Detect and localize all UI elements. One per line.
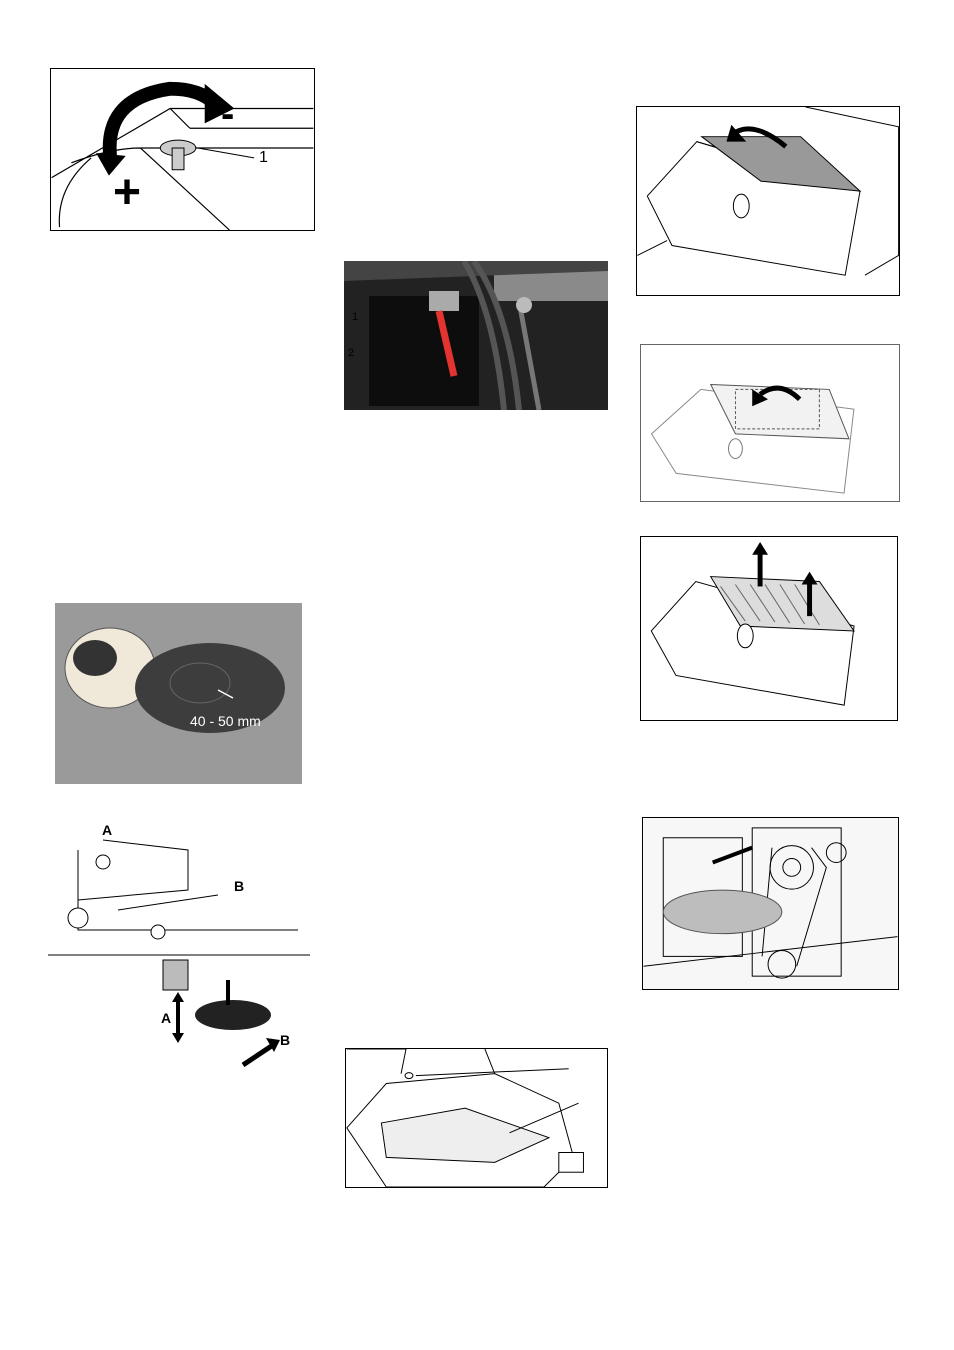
figure-hopper-lid: [636, 106, 900, 296]
measurement-label: 40 - 50 mm: [190, 713, 261, 729]
lever-photo: [344, 261, 608, 410]
diagonal-arrow-icon: [243, 1045, 273, 1065]
label-b: B: [280, 1032, 290, 1048]
minus-sign: -: [221, 94, 234, 134]
engine-belt-drawing: [643, 818, 898, 989]
figure-cover: [345, 1048, 608, 1188]
plus-sign: +: [113, 169, 141, 217]
figure-brush-pattern: 40 - 50 mm: [55, 603, 302, 784]
callout-1: 1: [259, 149, 268, 167]
label-b: B: [234, 878, 244, 894]
label-a: A: [161, 1010, 171, 1026]
lift-filters-drawing: [641, 537, 897, 720]
figure-brush-adjustment: A B A B: [48, 820, 310, 1072]
knob-drawing: [51, 69, 314, 230]
callout-2: 2: [348, 347, 354, 359]
figure-knob-adjustment: + - 1: [50, 68, 315, 231]
figure-hopper-filter: [640, 344, 900, 502]
brush-adjustment-drawing: [48, 820, 310, 1072]
cover-drawing: [346, 1049, 607, 1187]
hand-illustration: [663, 890, 782, 933]
label-a: A: [102, 822, 112, 838]
callout-1: 1: [352, 311, 358, 323]
hopper-filter-drawing: [641, 345, 899, 501]
figure-lift-filters: [640, 536, 898, 721]
figure-engine-belt: [642, 817, 899, 990]
brush-pattern-photo: [55, 603, 302, 784]
hopper-lid-drawing: [637, 107, 899, 295]
figure-lever-photo: 1 2: [344, 261, 608, 410]
